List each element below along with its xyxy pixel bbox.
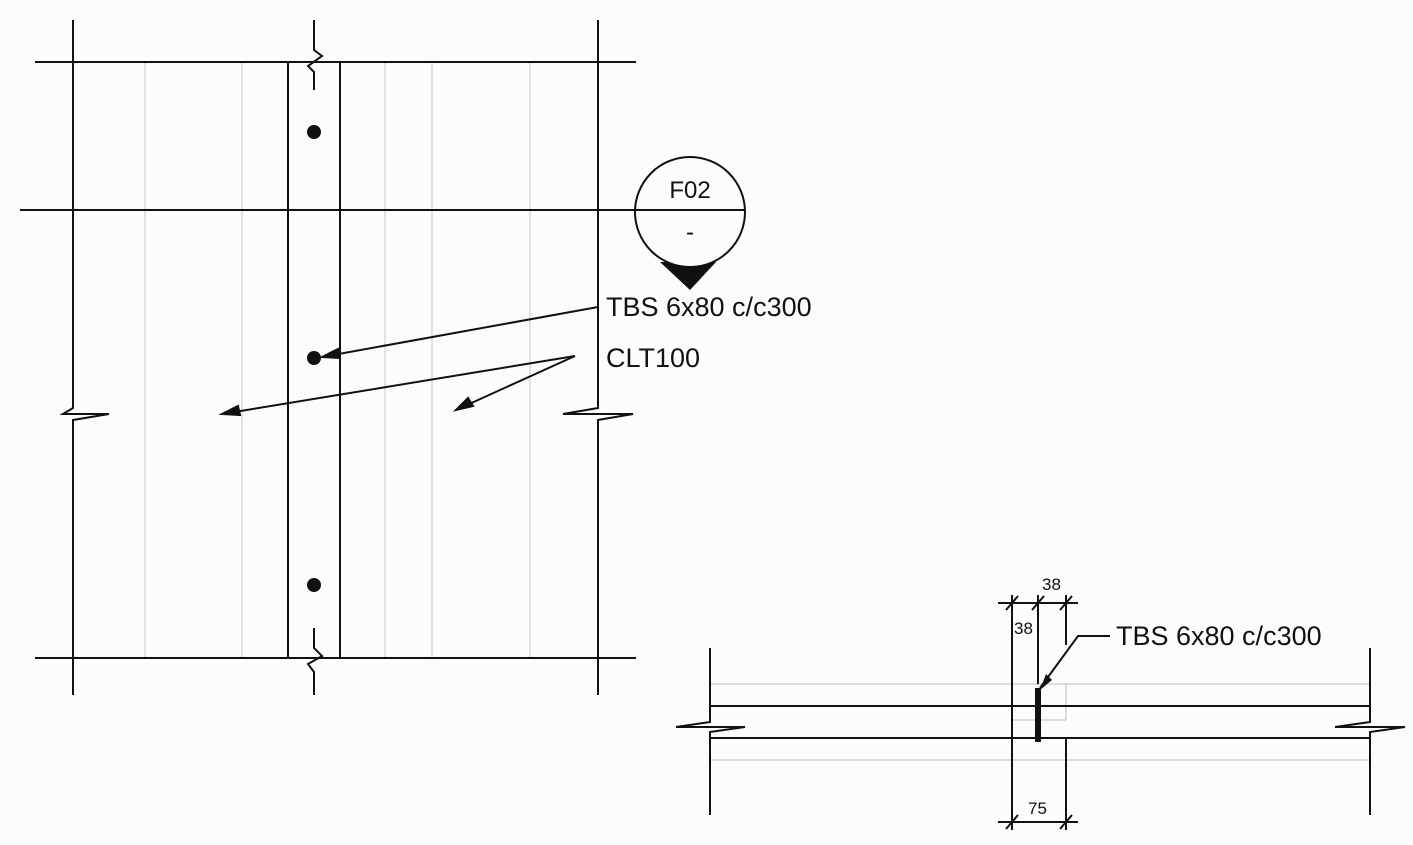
screw-dot: [307, 351, 321, 365]
joint-break-bottom: [306, 628, 324, 695]
joint-break-top: [306, 20, 324, 90]
section-screw-label: TBS 6x80 c/c300: [1116, 621, 1322, 651]
clt-leader-line-1: [221, 355, 576, 415]
screw-dot: [307, 125, 321, 139]
plan-leaders: [218, 306, 599, 417]
plan-view: [20, 20, 636, 695]
dim-tick: [1059, 595, 1073, 611]
dim-tick: [1005, 814, 1019, 830]
section-view: [675, 595, 1406, 830]
dim-tick: [1005, 595, 1019, 611]
screw-leader-arrow: [318, 347, 342, 360]
detail-tag-circle: [634, 156, 746, 268]
dim-side-value: 38: [1014, 619, 1033, 638]
dim-bottom-value: 75: [1028, 799, 1047, 818]
section-leader-line: [1039, 635, 1110, 689]
detail-tag: F02 -: [634, 156, 746, 290]
screw-dots: [307, 125, 321, 592]
detail-tag-pointer: [660, 262, 716, 290]
section-leader-arrow: [1040, 674, 1052, 690]
dim-tick: [1059, 814, 1073, 830]
detail-tag-top: F02: [669, 177, 710, 204]
section-right-break: [1334, 648, 1406, 815]
clt-leader-arrow-2: [452, 396, 475, 412]
section-left-break: [675, 648, 746, 815]
clt-lamella-lines: [144, 62, 531, 658]
dim-top-value: 38: [1042, 575, 1061, 594]
screw-leader-line: [321, 306, 599, 358]
left-break-line: [59, 20, 110, 695]
screw-dot: [307, 578, 321, 592]
clt-leader-line-2: [455, 355, 576, 411]
plan-screw-label: TBS 6x80 c/c300: [606, 292, 812, 322]
right-break-line: [562, 20, 634, 695]
detail-tag-bottom: -: [686, 219, 694, 246]
plan-panel-label: CLT100: [606, 343, 700, 373]
clt-leader-arrow-1: [218, 404, 242, 417]
